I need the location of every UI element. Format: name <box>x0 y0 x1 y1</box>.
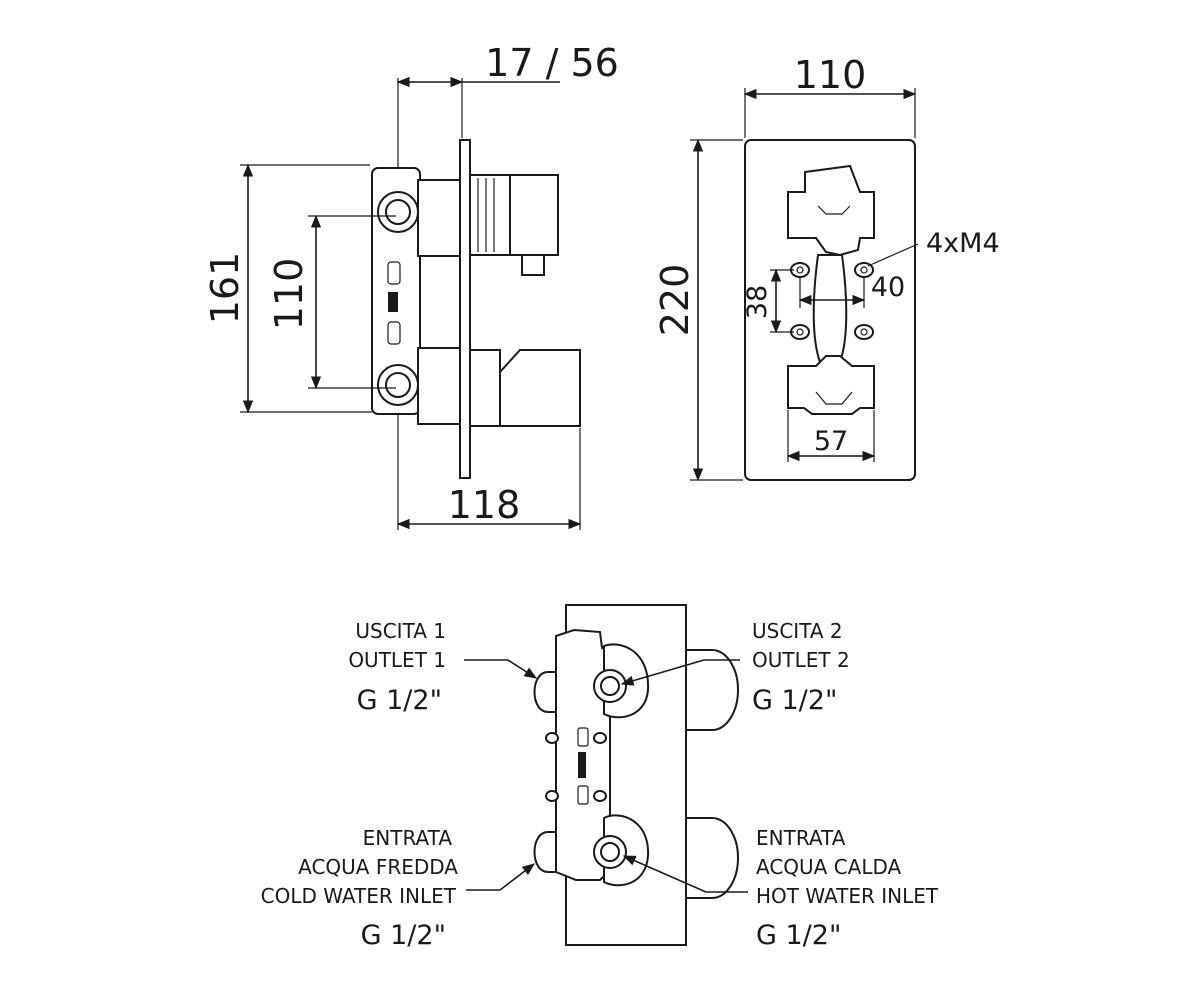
iso-view: USCITA 1 OUTLET 1 G 1/2" USCITA 2 OUTLET… <box>261 604 939 951</box>
dim-screw-spacing-h: 40 <box>798 272 905 308</box>
hot-line2: ACQUA CALDA <box>756 855 902 879</box>
plate-view: 110 220 4xM4 40 38 <box>653 53 1000 482</box>
side-valve-body <box>371 139 581 479</box>
dim-height-inner-label: 110 <box>267 258 311 331</box>
outlet1-line1: USCITA 1 <box>355 619 446 643</box>
dim-plate-width: 110 <box>743 53 917 138</box>
hot-thread: G 1/2" <box>756 920 841 951</box>
hot-line3: HOT WATER INLET <box>756 884 939 908</box>
outlet2-line1: USCITA 2 <box>752 619 843 643</box>
callout-hot-inlet: ENTRATA ACQUA CALDA HOT WATER INLET G 1/… <box>622 826 939 951</box>
dim-height-total: 161 <box>203 163 372 414</box>
dim-width: 118 <box>396 414 582 530</box>
dim-bottom: 57 <box>786 410 876 462</box>
dim-bottom-label: 57 <box>814 426 848 457</box>
callout-outlet-2: USCITA 2 OUTLET 2 G 1/2" <box>620 619 850 716</box>
dim-depth: 17 / 56 <box>396 41 619 168</box>
dim-plate-width-label: 110 <box>794 53 867 97</box>
cold-line3: COLD WATER INLET <box>261 884 457 908</box>
plate-valve-body <box>787 164 875 415</box>
outlet2-thread: G 1/2" <box>752 685 837 716</box>
dim-screw-label: 4xM4 <box>926 228 1000 259</box>
dim-screw-v-label: 38 <box>742 285 773 319</box>
dim-height-total-label: 161 <box>203 252 247 325</box>
outlet1-thread: G 1/2" <box>357 685 442 716</box>
dim-plate-height-label: 220 <box>653 264 697 337</box>
dim-screw-h-label: 40 <box>871 272 905 303</box>
cold-line2: ACQUA FREDDA <box>298 855 458 879</box>
dim-width-label: 118 <box>448 483 521 527</box>
dim-height-inner: 110 <box>267 214 396 390</box>
cold-line1: ENTRATA <box>363 826 453 850</box>
dim-depth-label: 17 / 56 <box>485 41 619 85</box>
outlet2-line2: OUTLET 2 <box>752 648 850 672</box>
callout-cold-inlet: ENTRATA ACQUA FREDDA COLD WATER INLET G … <box>261 826 536 951</box>
dim-screw-callout: 4xM4 <box>867 228 1000 267</box>
callout-outlet-1: USCITA 1 OUTLET 1 G 1/2" <box>348 619 538 716</box>
cold-thread: G 1/2" <box>361 920 446 951</box>
dim-screw-spacing-v: 38 <box>742 268 794 334</box>
side-view: 17 / 56 161 110 118 <box>203 41 619 530</box>
dim-plate-height: 220 <box>653 138 743 482</box>
outlet1-line2: OUTLET 1 <box>348 648 446 672</box>
hot-line1: ENTRATA <box>756 826 846 850</box>
